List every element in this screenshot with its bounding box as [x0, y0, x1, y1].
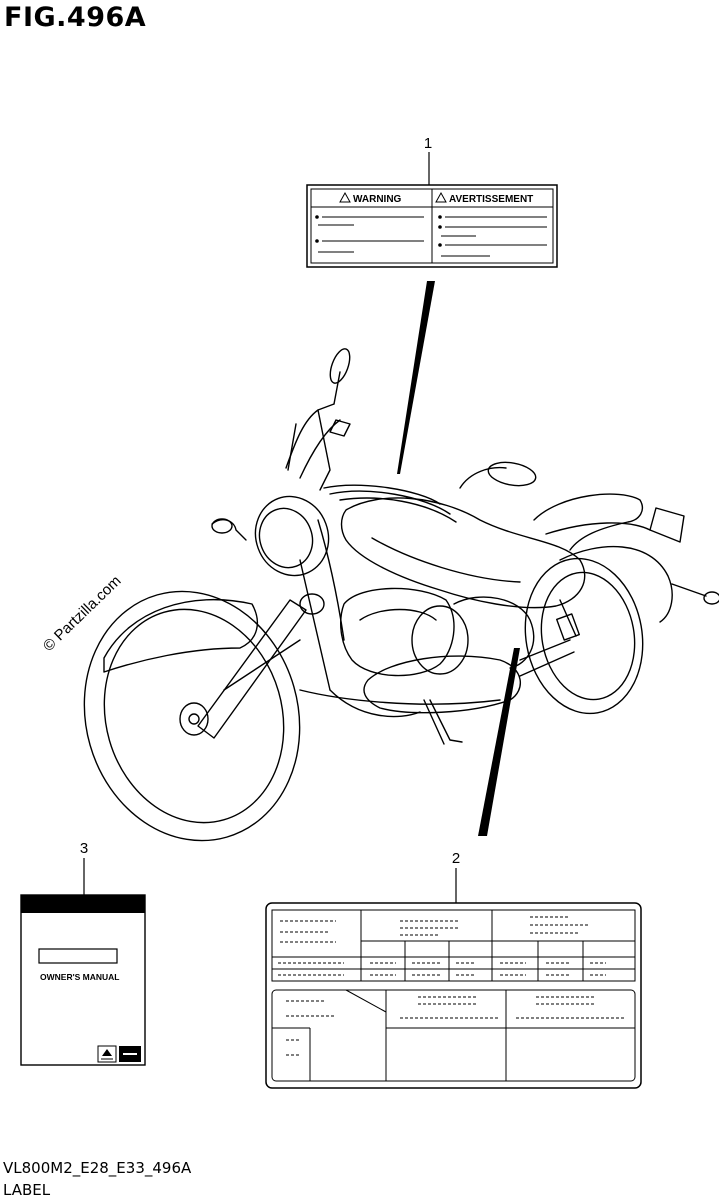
- callout-number-2: 2: [452, 850, 460, 867]
- leader-wedge-1: [397, 281, 435, 474]
- callout-number-3: 3: [80, 840, 88, 857]
- warning-label[interactable]: WARNING AVERTISSEMENT: [306, 184, 558, 268]
- callout-number-1: 1: [424, 135, 432, 152]
- warning-triangle-icon: [339, 191, 351, 203]
- leader-wedge-2: [478, 648, 520, 836]
- figure-code: VL800M2_E28_E33_496A: [3, 1159, 192, 1177]
- manual-title: OWNER'S MANUAL: [40, 972, 119, 982]
- brand-logo-icon: [97, 1045, 141, 1063]
- figure-title: FIG.496A: [4, 2, 147, 33]
- motorcycle-drawing: [83, 348, 719, 842]
- warning-triangle-icon: [435, 191, 447, 203]
- watermark: © Partzilla.com: [40, 572, 125, 654]
- manual-title-box: [38, 948, 118, 964]
- figure-label: LABEL: [3, 1181, 51, 1199]
- avertissement-heading: AVERTISSEMENT: [449, 194, 533, 205]
- warning-heading: WARNING: [353, 194, 402, 205]
- owners-manual[interactable]: OWNER'S MANUAL: [20, 894, 146, 1066]
- information-label[interactable]: [265, 902, 642, 1089]
